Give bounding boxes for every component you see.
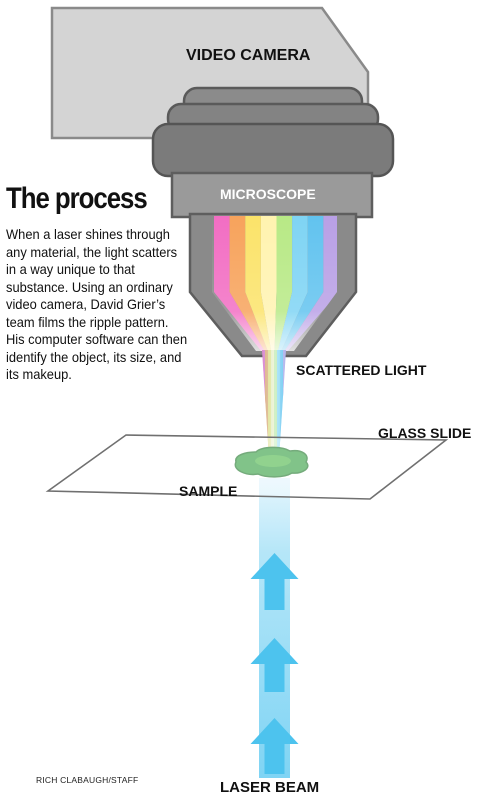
laser-arrow: [250, 718, 299, 774]
video-camera-label: VIDEO CAMERA: [186, 47, 311, 64]
glass-slide-label: GLASS SLIDE: [378, 425, 472, 441]
page-title: The process: [6, 182, 148, 215]
glass-slide: [45, 434, 449, 500]
photo-credit: RICH CLABAUGH/STAFF: [36, 775, 139, 785]
laser-arrow: [250, 553, 299, 610]
laser-arrow: [250, 638, 299, 692]
scattered-light-label: SCATTERED LIGHT: [296, 362, 427, 378]
sample-label: SAMPLE: [179, 483, 238, 499]
laser-beam-label: LASER BEAM: [220, 779, 320, 796]
microscope-label: MICROSCOPE: [220, 186, 316, 202]
scattered-light-spectrum: [212, 216, 337, 351]
process-description: When a laser shines through any material…: [6, 226, 188, 382]
